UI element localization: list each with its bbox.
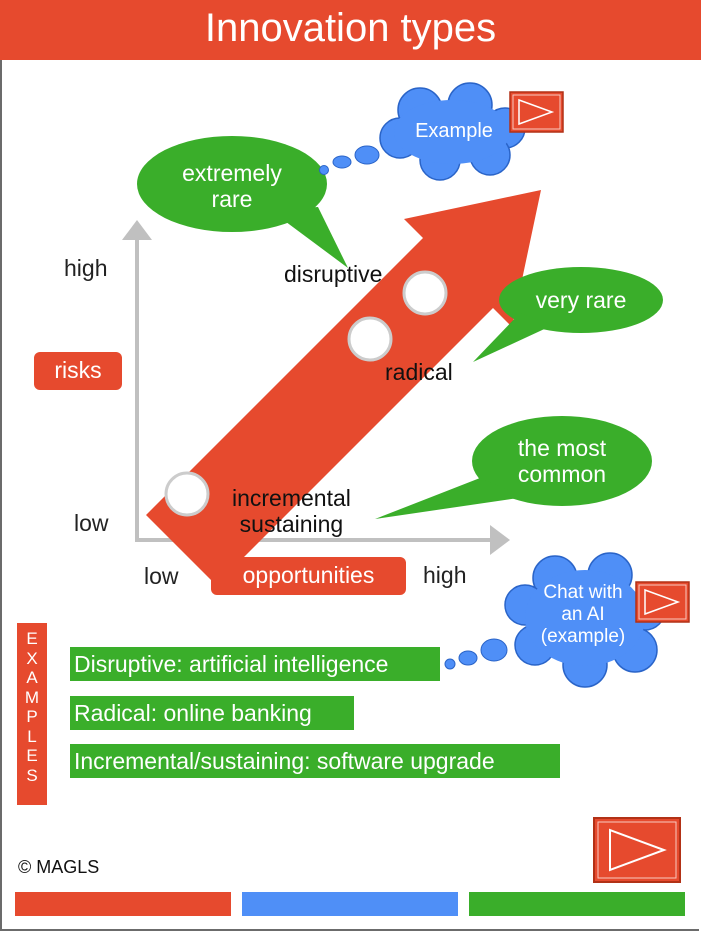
callout-extremely-rare-text: extremely rare xyxy=(182,160,282,212)
thought-cloud-example-text[interactable]: Example xyxy=(415,120,493,142)
stage-label-radical: radical xyxy=(385,359,453,385)
thought-cloud-chat-text[interactable]: Chat with an AI (example) xyxy=(540,582,626,647)
x-axis-label: opportunities xyxy=(211,557,406,595)
y-axis xyxy=(122,220,152,541)
play-button-icon[interactable] xyxy=(593,817,681,883)
example-radical: Radical: online banking xyxy=(70,696,354,730)
stage-marker-disruptive xyxy=(402,270,448,316)
example-disruptive: Disruptive: artificial intelligence xyxy=(70,647,440,681)
stage-label-disruptive: disruptive xyxy=(284,261,383,287)
callout-very-rare-text: very rare xyxy=(535,287,627,313)
x-axis-low-label: low xyxy=(144,563,179,589)
play-button-icon[interactable] xyxy=(509,91,564,133)
footer-bar-green xyxy=(469,892,685,916)
callout-very-rare xyxy=(473,267,663,362)
callout-most-common-text: the most common xyxy=(517,435,607,487)
copyright-text: © MAGLS xyxy=(18,857,100,877)
callout-most-common xyxy=(375,416,652,519)
callout-extremely-rare xyxy=(137,136,348,268)
stage-marker-incremental xyxy=(164,471,210,517)
y-axis-high-label: high xyxy=(64,255,108,281)
stage-marker-radical xyxy=(347,316,393,362)
play-button-icon[interactable] xyxy=(635,581,690,623)
example-incremental: Incremental/sustaining: software upgrade xyxy=(70,744,560,778)
footer-bar-blue xyxy=(242,892,458,916)
thought-cloud-example xyxy=(319,82,526,181)
page-title: Innovation types xyxy=(0,0,701,60)
y-axis-low-label: low xyxy=(74,510,109,536)
x-axis-high-label: high xyxy=(423,562,467,588)
examples-vertical-label: E X A M P L E S xyxy=(17,623,47,805)
y-axis-label: risks xyxy=(34,352,122,390)
stage-label-incremental: incremental sustaining xyxy=(232,485,351,537)
footer-bar-red xyxy=(15,892,231,916)
